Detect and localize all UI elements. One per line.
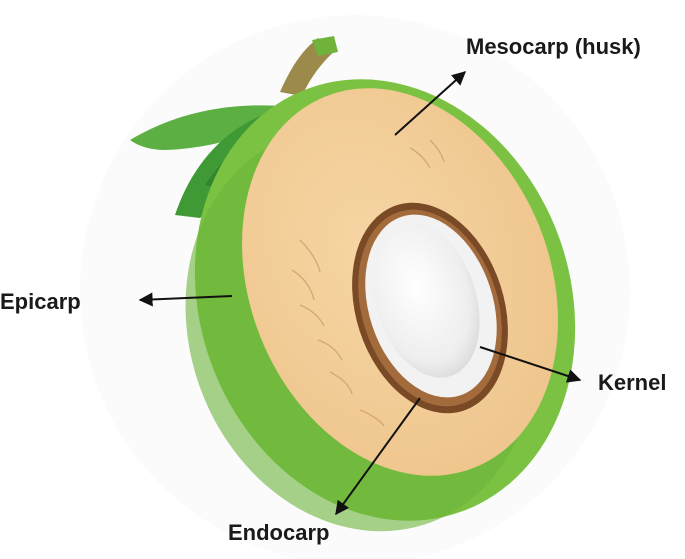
label-epicarp: Epicarp bbox=[0, 291, 81, 313]
label-kernel: Kernel bbox=[598, 372, 666, 394]
label-endocarp: Endocarp bbox=[228, 522, 329, 544]
label-mesocarp: Mesocarp (husk) bbox=[466, 36, 641, 58]
